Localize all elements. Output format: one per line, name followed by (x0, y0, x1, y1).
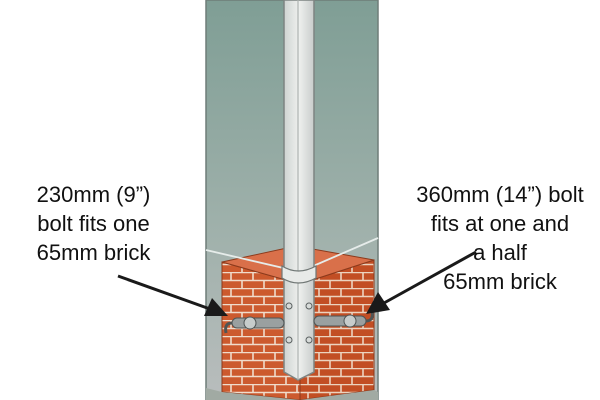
guide-line-left (205, 249, 293, 271)
left-bolt-callout: 230mm (9”) bolt fits one 65mm brick (6, 180, 181, 267)
callout-line: 65mm brick (443, 269, 557, 294)
post-bracket (281, 264, 317, 284)
callout-line: 65mm brick (36, 240, 151, 265)
arrow-left-icon (366, 250, 477, 314)
bolt-icon (224, 316, 285, 334)
right-bolt-callout: 360mm (14”) bolt fits at one and a half … (400, 180, 600, 296)
callout-line: 360mm (14”) bolt (416, 182, 584, 207)
guide-line-right (303, 237, 379, 271)
fence-post (283, 0, 315, 381)
callout-line: 230mm (9”) (36, 182, 151, 207)
callout-line: bolt fits one (37, 211, 150, 236)
callout-line: fits at one and (430, 211, 570, 236)
ground (206, 388, 378, 400)
callout-line: a half (473, 240, 527, 265)
screw-icon (285, 302, 313, 344)
arrow-right-icon (117, 274, 228, 316)
